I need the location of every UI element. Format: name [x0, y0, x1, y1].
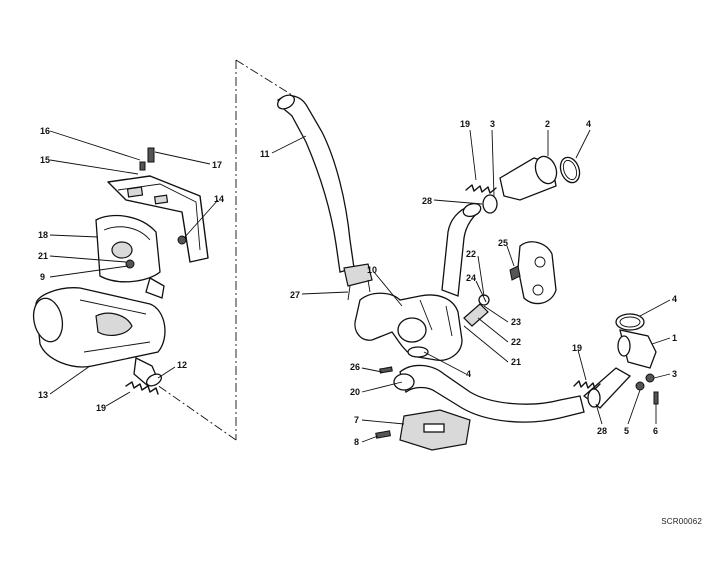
callout-24: 24 [466, 273, 476, 283]
callout-19: 19 [572, 343, 582, 353]
callout-11: 11 [260, 149, 270, 159]
callout-15: 15 [40, 155, 50, 165]
callout-28: 28 [597, 426, 607, 436]
callout-4: 4 [466, 369, 471, 379]
callout-22: 22 [466, 249, 476, 259]
silencer-assembly [32, 147, 209, 395]
callout-23: 23 [511, 317, 521, 327]
callout-1: 1 [672, 333, 677, 343]
callout-10: 10 [367, 265, 377, 275]
callout-5: 5 [624, 426, 629, 436]
callout-4: 4 [672, 294, 677, 304]
callout-17: 17 [212, 160, 222, 170]
callout-3: 3 [672, 369, 677, 379]
callout-2: 2 [545, 119, 550, 129]
callout-18: 18 [38, 230, 48, 240]
callout-26: 26 [350, 362, 360, 372]
callout-6: 6 [653, 426, 658, 436]
callout-22: 22 [511, 337, 521, 347]
callout-12: 12 [177, 360, 187, 370]
callout-21: 21 [511, 357, 521, 367]
callout-19: 19 [96, 403, 106, 413]
callout-20: 20 [350, 387, 360, 397]
callout-19: 19 [460, 119, 470, 129]
callout-13: 13 [38, 390, 48, 400]
callout-9: 9 [40, 272, 45, 282]
callout-7: 7 [354, 415, 359, 425]
callout-labels: 16 15 17 14 18 21 9 13 12 19 11 27 10 19… [38, 119, 677, 447]
callout-8: 8 [354, 437, 359, 447]
callout-14: 14 [214, 194, 224, 204]
exhaust-header-assembly [276, 94, 659, 451]
callout-25: 25 [498, 238, 508, 248]
callout-16: 16 [40, 126, 50, 136]
drawing-code: SCR00062 [661, 517, 702, 526]
callout-3: 3 [490, 119, 495, 129]
section-divider-line [149, 59, 301, 441]
callout-27: 27 [290, 290, 300, 300]
callout-4: 4 [586, 119, 591, 129]
callout-21: 21 [38, 251, 48, 261]
leader-lines [49, 129, 671, 443]
callout-28: 28 [422, 196, 432, 206]
